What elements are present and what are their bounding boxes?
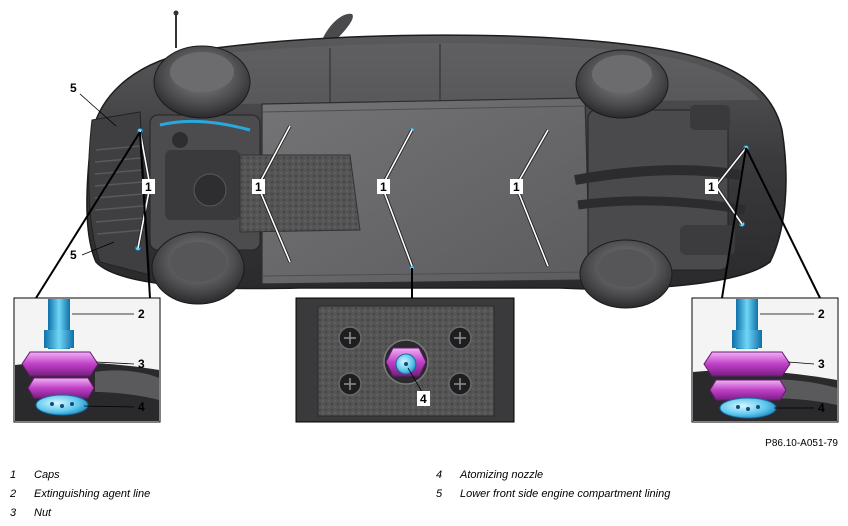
detail-right-callout-3: 3: [818, 357, 825, 371]
detail-center: 4: [295, 297, 515, 423]
legend-number: 2: [10, 488, 17, 500]
legend-number: 4: [436, 469, 443, 481]
legend-text: Atomizing nozzle: [460, 469, 544, 481]
rear-lower-tire: [579, 239, 673, 309]
callout-5-bottom: 5: [70, 248, 77, 262]
legend-text: Nut: [34, 507, 52, 519]
legend-number: 1: [10, 469, 17, 481]
detail-right-callout-2: 2: [818, 307, 825, 321]
figure-reference-code: P86.10-A051-79: [765, 438, 838, 449]
legend-item: 4 Atomizing nozzle: [436, 469, 836, 488]
underbody-panel: [239, 97, 591, 285]
legend-left-column: 1 Caps 2 Extinguishing agent line 3 Nut: [10, 469, 390, 526]
callout-1-panel-left: 1: [255, 180, 262, 194]
legend-item: 3 Nut: [10, 507, 390, 526]
front-lower-tire: [151, 231, 245, 305]
detail-left-callout-2: 2: [138, 307, 145, 321]
detail-left-callout-3: 3: [138, 357, 145, 371]
callout-leaders: [79, 93, 117, 256]
callout-1-panel-right: 1: [513, 180, 520, 194]
legend-number: 5: [436, 488, 443, 500]
legend-item: 2 Extinguishing agent line: [10, 488, 390, 507]
detail-leaders: [35, 131, 821, 299]
legend-item: 5 Lower front side engine compartment li…: [436, 488, 836, 507]
vehicle-callouts: 1 1 1 1 1 5 5: [70, 81, 718, 262]
rear-upper-tire: [575, 49, 669, 119]
front-lining: [88, 111, 151, 276]
detail-right: 2 3 4: [691, 297, 839, 423]
detail-left: 2 3 4: [13, 297, 161, 423]
detail-left-callout-4: 4: [138, 400, 145, 414]
legend-text: Extinguishing agent line: [34, 488, 151, 500]
front-upper-tire: [153, 45, 251, 119]
legend-number: 3: [10, 507, 17, 519]
callout-1-panel-center: 1: [380, 180, 387, 194]
detail-center-callout-4: 4: [420, 392, 427, 406]
rear-subframe: [574, 105, 746, 271]
detail-right-callout-4: 4: [818, 401, 825, 415]
legend-text: Caps: [34, 469, 60, 481]
legend-text: Lower front side engine compartment lini…: [460, 488, 671, 500]
callout-5-top: 5: [70, 81, 77, 95]
legend-right-column: 4 Atomizing nozzle 5 Lower front side en…: [436, 469, 836, 507]
callout-1-rear: 1: [708, 180, 715, 194]
callout-1-front: 1: [145, 180, 152, 194]
legend-item: 1 Caps: [10, 469, 390, 488]
